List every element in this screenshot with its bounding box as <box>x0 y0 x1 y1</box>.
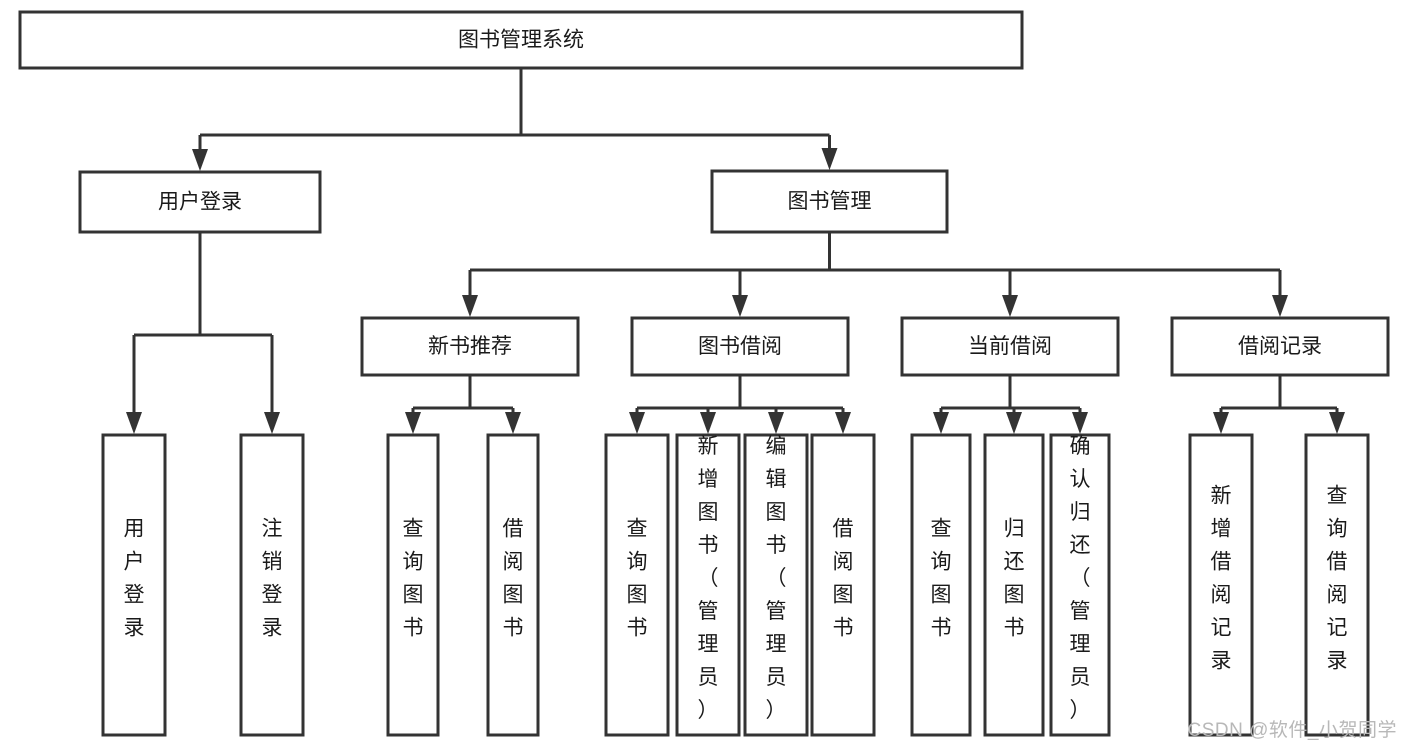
node-user-login[interactable]: 用户登录 <box>78 170 322 234</box>
node-box-current-borrow <box>900 316 1120 377</box>
node-box-book-manage <box>710 169 949 234</box>
node-label-edit-book-admin: 编辑图书（管理员） <box>766 435 787 722</box>
book-borrow-arrow-1 <box>700 412 716 434</box>
node-confirm-return-admin[interactable]: 确认归还（管理员） <box>1049 433 1111 737</box>
node-query-book-1[interactable]: 查询图书 <box>386 433 440 737</box>
connectors-layer <box>126 68 1345 434</box>
node-box-query-borrow-record <box>1304 433 1370 737</box>
root-arrow-1 <box>821 148 838 170</box>
node-box-edit-book-admin <box>743 433 809 737</box>
node-add-book-admin[interactable]: 新增图书（管理员） <box>675 433 741 737</box>
current-borrow-arrow-2 <box>1072 412 1088 434</box>
node-box-add-book-admin <box>675 433 741 737</box>
node-box-query-book-3 <box>910 433 972 737</box>
node-query-borrow-record[interactable]: 查询借阅记录 <box>1304 433 1370 737</box>
node-book-manage[interactable]: 图书管理 <box>710 169 949 234</box>
node-label-user-logout: 注销登录 <box>262 518 283 640</box>
node-box-user-login <box>78 170 322 234</box>
node-label-user-login: 用户登录 <box>158 191 242 214</box>
node-edit-book-admin[interactable]: 编辑图书（管理员） <box>743 433 809 737</box>
node-user-logout[interactable]: 注销登录 <box>239 433 305 737</box>
node-root[interactable]: 图书管理系统 <box>18 10 1024 70</box>
new-book-recommend-arrow-1 <box>505 412 521 434</box>
node-box-user-logout <box>239 433 305 737</box>
root-arrow-0 <box>192 149 208 171</box>
node-query-book-2[interactable]: 查询图书 <box>604 433 670 737</box>
node-borrow-book-1[interactable]: 借阅图书 <box>486 433 540 737</box>
borrow-records-arrow-0 <box>1213 412 1229 434</box>
current-borrow-arrow-0 <box>933 412 949 434</box>
book-manage-arrow-2 <box>1002 295 1018 317</box>
node-label-borrow-records: 借阅记录 <box>1238 335 1322 358</box>
node-box-query-book-2 <box>604 433 670 737</box>
node-book-borrow[interactable]: 图书借阅 <box>630 316 850 377</box>
node-box-return-book <box>983 433 1045 737</box>
node-borrow-records[interactable]: 借阅记录 <box>1170 316 1390 377</box>
node-label-query-book-2: 查询图书 <box>627 518 648 640</box>
node-box-borrow-book-1 <box>486 433 540 737</box>
book-borrow-arrow-0 <box>629 412 645 434</box>
node-box-query-book-1 <box>386 433 440 737</box>
user-login-arrow-0 <box>126 412 142 434</box>
book-manage-arrow-0 <box>462 295 478 317</box>
book-manage-arrow-3 <box>1272 295 1288 317</box>
node-label-book-manage: 图书管理 <box>788 190 872 213</box>
node-return-book[interactable]: 归还图书 <box>983 433 1045 737</box>
new-book-recommend-arrow-0 <box>405 412 421 434</box>
node-label-query-book-1: 查询图书 <box>403 518 424 640</box>
node-query-book-3[interactable]: 查询图书 <box>910 433 972 737</box>
node-current-borrow[interactable]: 当前借阅 <box>900 316 1120 377</box>
node-label-query-book-3: 查询图书 <box>931 518 952 640</box>
borrow-records-arrow-1 <box>1329 412 1345 434</box>
node-box-add-borrow-record <box>1188 433 1254 737</box>
book-borrow-arrow-2 <box>768 412 784 434</box>
node-label-user-login-do: 用户登录 <box>124 518 145 640</box>
node-box-new-book-recommend <box>360 316 580 377</box>
node-borrow-book-2[interactable]: 借阅图书 <box>810 433 876 737</box>
node-box-user-login-do <box>101 433 167 737</box>
nodes-layer: 图书管理系统用户登录图书管理新书推荐图书借阅当前借阅借阅记录用户登录注销登录查询… <box>18 10 1390 737</box>
watermark-label: CSDN @软件_小贺同学 <box>1187 720 1397 741</box>
node-label-add-book-admin: 新增图书（管理员） <box>698 435 719 722</box>
node-add-borrow-record[interactable]: 新增借阅记录 <box>1188 433 1254 737</box>
node-label-borrow-book-2: 借阅图书 <box>833 518 854 640</box>
node-user-login-do[interactable]: 用户登录 <box>101 433 167 737</box>
user-login-arrow-1 <box>264 412 280 434</box>
node-box-confirm-return-admin <box>1049 433 1111 737</box>
current-borrow-arrow-1 <box>1006 412 1022 434</box>
node-box-borrow-records <box>1170 316 1390 377</box>
node-box-borrow-book-2 <box>810 433 876 737</box>
node-new-book-recommend[interactable]: 新书推荐 <box>360 316 580 377</box>
book-borrow-arrow-3 <box>835 412 851 434</box>
node-label-new-book-recommend: 新书推荐 <box>428 335 512 358</box>
node-label-current-borrow: 当前借阅 <box>968 335 1052 358</box>
node-label-book-borrow: 图书借阅 <box>698 335 782 358</box>
node-label-confirm-return-admin: 确认归还（管理员） <box>1070 435 1091 722</box>
node-label-add-borrow-record: 新增借阅记录 <box>1211 485 1232 673</box>
node-label-borrow-book-1: 借阅图书 <box>503 518 524 640</box>
node-box-book-borrow <box>630 316 850 377</box>
node-label-root: 图书管理系统 <box>458 29 584 52</box>
book-manage-arrow-1 <box>732 295 748 317</box>
node-label-query-borrow-record: 查询借阅记录 <box>1327 485 1348 673</box>
node-box-root <box>18 10 1024 70</box>
node-label-return-book: 归还图书 <box>1004 518 1025 640</box>
